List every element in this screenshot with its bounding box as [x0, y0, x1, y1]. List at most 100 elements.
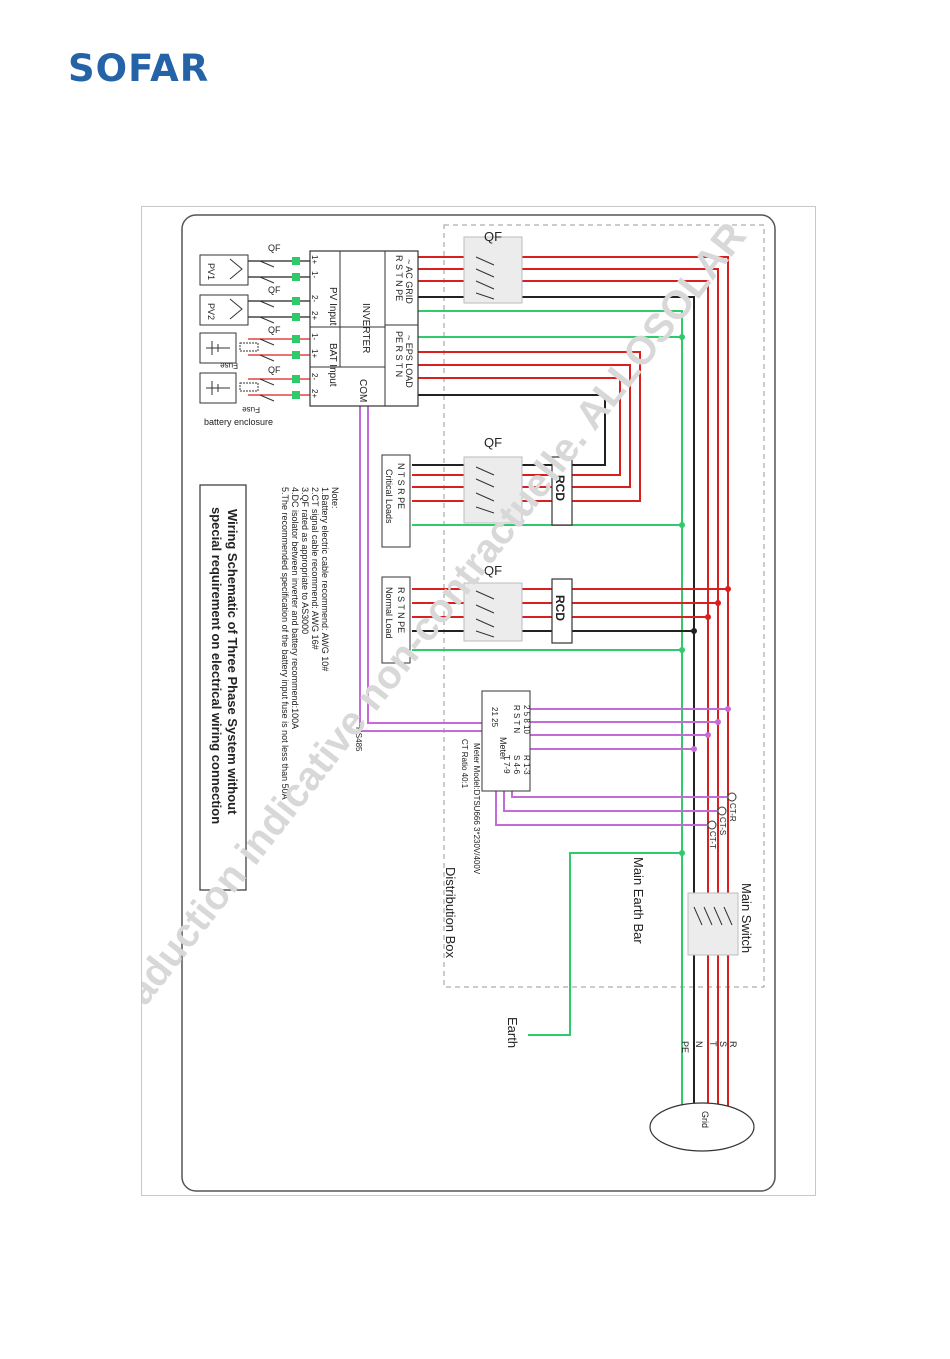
wire-grid-pe — [417, 310, 683, 1107]
dc-term-3: 2- — [310, 295, 319, 302]
qf-pv2-label: QF — [268, 285, 281, 295]
ac-grid-label: ~ AC GRID — [404, 259, 414, 304]
grid-term-s: S — [718, 1041, 728, 1047]
critical-loads-label: Critical Loads — [384, 469, 394, 524]
qf-pv1-label: QF — [268, 243, 281, 253]
dc-qf-switches — [259, 260, 275, 402]
qf-critical-contacts — [475, 466, 495, 514]
meter-terms-c: 21 25 — [490, 707, 499, 728]
title-line-1: Wiring Schematic of Three Phase System w… — [225, 509, 240, 815]
main-switch — [687, 892, 739, 956]
wire-eps-t — [417, 377, 621, 476]
pv-input-label: PV Input — [327, 287, 338, 326]
rs485-label: RS485 — [354, 727, 363, 752]
distribution-box-label: Distribution Box — [443, 867, 458, 959]
dc-term-8: 2+ — [310, 389, 319, 398]
dc-term-6: 1+ — [310, 349, 319, 358]
qf-critical — [463, 456, 523, 524]
meter-terms-e: S 4-6 — [512, 755, 521, 775]
critical-loads-box — [381, 454, 411, 548]
meter-terms-f: T 7-9 — [502, 755, 511, 774]
title-line-2: special requirement on electrical wiring… — [209, 507, 224, 824]
pv2-label: PV2 — [206, 303, 216, 320]
pv2-panel — [199, 294, 249, 326]
wire-ct-s — [503, 791, 722, 812]
rcd-critical-label: RCD — [553, 475, 567, 501]
qf-grid-label: QF — [484, 229, 502, 244]
note-3: 3.QF rated as appropriate to AS3000 — [300, 487, 310, 634]
critical-terms: N T S R PE — [396, 463, 406, 509]
wire-grid-n — [417, 296, 695, 1107]
ct-sensors — [707, 792, 737, 830]
grid-oval — [649, 1102, 755, 1152]
meter-label: Meter — [498, 737, 508, 760]
inverter-label: INVERTER — [360, 303, 371, 353]
rcd-normal-label: RCD — [553, 595, 567, 621]
grid-term-pe: PE — [680, 1041, 690, 1053]
wire-rs485-a — [367, 393, 482, 724]
ct-s-label: CT-S — [718, 817, 727, 835]
grid-term-r: R — [728, 1041, 738, 1048]
title-box — [199, 484, 247, 891]
qf-bat2-label: QF — [268, 365, 281, 375]
wire-pv2 — [248, 300, 310, 318]
ct-ratio: CT Ratio 40:1 — [460, 739, 469, 789]
grid-label: Grid — [700, 1111, 710, 1128]
bat-input-label: BAT Input — [327, 343, 338, 387]
normal-load-box — [381, 576, 411, 664]
dc-term-7: 2- — [310, 373, 319, 380]
pv1-panel — [199, 254, 249, 286]
qf-normal-label: QF — [484, 563, 502, 578]
wire-earth — [528, 852, 682, 1036]
main-switch-contacts — [693, 906, 733, 926]
dc-term-4: 2+ — [310, 311, 319, 320]
wire-ct-r — [511, 791, 732, 798]
wire-eps-n — [417, 394, 606, 466]
note-2: 2.CT signal cable recommend: AWG 16# — [310, 487, 320, 650]
qf-normal — [463, 582, 523, 642]
sofar-logo: SOFAR — [68, 47, 210, 90]
inverter — [292, 250, 419, 407]
ac-grid-terms: R S T N PE — [394, 255, 404, 301]
qf-critical-label: QF — [484, 435, 502, 450]
fuse-label-1: Fuse — [220, 361, 238, 370]
qf-ac-grid-contacts — [475, 256, 495, 300]
note-4: 4.DC isolator between inverter and batte… — [290, 487, 300, 729]
eps-load-label: ~ EPS LOAD — [404, 335, 414, 388]
meter-terms-a: 2 5 8 10 — [522, 705, 531, 734]
rcd-normal — [551, 578, 573, 644]
earth-label: Earth — [505, 1017, 520, 1048]
qf-normal-contacts — [475, 590, 495, 638]
meter-terms-d: R 1-3 — [522, 755, 531, 775]
dc-term-1: 1+ — [310, 255, 319, 264]
qf-ac-grid — [463, 236, 523, 304]
main-earth-bar-label: Main Earth Bar — [631, 857, 646, 944]
wire-eps-s — [417, 364, 631, 488]
wiring-schematic: PV Input BAT Input INVERTER COM R S T N … — [142, 214, 776, 1192]
note-1: 1.Battery electric cable recommend: AWG … — [320, 487, 330, 671]
diagram-frame: PV Input BAT Input INVERTER COM R S T N … — [141, 206, 816, 1196]
wire-ct-t — [495, 791, 712, 826]
meter-terms-b: R S T N — [512, 705, 521, 733]
battery-2 — [199, 372, 259, 404]
ct-t-label: CT-T — [708, 831, 717, 849]
notes-heading: Note: — [330, 487, 340, 509]
main-switch-label: Main Switch — [739, 883, 754, 953]
wire-eps-r — [417, 351, 641, 502]
dc-term-5: 1- — [310, 333, 319, 340]
battery-enclosure-label: battery enclosure — [204, 417, 273, 427]
notes-block: Note: 1.Battery electric cable recommend… — [280, 487, 340, 800]
qf-bat1-label: QF — [268, 325, 281, 335]
rcd-critical — [551, 456, 573, 526]
wire-grid-t — [417, 280, 709, 1107]
fuse-label-2: Fuse — [242, 405, 260, 414]
pv1-label: PV1 — [206, 263, 216, 280]
grid-term-n: N — [694, 1041, 704, 1048]
normal-terms: R S T N PE — [396, 587, 406, 633]
meter-model: Meter Model:DTSU666 3*230V/400V — [472, 743, 481, 875]
grid-term-t: T — [708, 1041, 718, 1047]
outer-border — [181, 214, 776, 1192]
wire-pv1 — [248, 260, 310, 278]
junction-dots — [679, 334, 731, 856]
com-label: COM — [357, 379, 368, 402]
